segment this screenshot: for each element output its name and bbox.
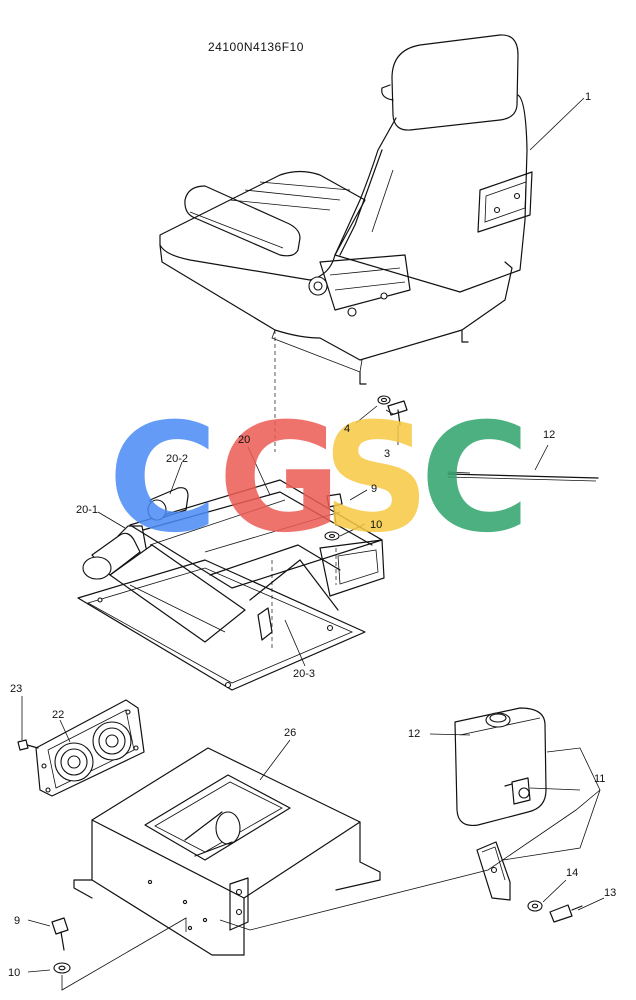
callout-1: 1 xyxy=(585,91,591,103)
callout-22: 22 xyxy=(52,709,64,721)
callout-12-upper: 12 xyxy=(543,429,555,441)
speaker-panel xyxy=(35,699,145,797)
callout-20-1: 20-1 xyxy=(76,504,98,516)
callout-23: 23 xyxy=(10,683,22,695)
washer-10-upper xyxy=(324,531,340,541)
part-12-rod xyxy=(447,471,599,482)
bolt-13 xyxy=(549,904,583,923)
callout-12-lower: 12 xyxy=(408,728,420,740)
callout-11: 11 xyxy=(594,773,605,785)
callout-14: 14 xyxy=(566,867,578,879)
seat-suspension xyxy=(77,479,385,691)
watermark-letter-c1: C xyxy=(108,392,218,566)
watermark-letter-g: G xyxy=(218,392,341,566)
seat-assembly xyxy=(159,34,533,385)
callout-20-2: 20-2 xyxy=(166,453,188,465)
callout-13: 13 xyxy=(604,887,616,899)
callout-9-lower: 9 xyxy=(14,915,20,927)
callout-labels: 1 3 4 9 10 12 20 20-1 20-2 20-3 22 23 26… xyxy=(8,91,616,979)
watermark: C G S C xyxy=(108,392,530,566)
bracket-11 xyxy=(476,841,511,901)
callout-10-lower: 10 xyxy=(8,967,20,979)
callout-20-3: 20-3 xyxy=(293,668,315,680)
seat-stand xyxy=(73,747,381,956)
washer-tank xyxy=(454,707,547,827)
callout-9-upper: 9 xyxy=(371,483,377,495)
washer-10-lower xyxy=(53,962,71,974)
washer-14 xyxy=(527,900,543,912)
drawing-code: 24100N4136F10 xyxy=(208,40,304,54)
screw-23 xyxy=(17,739,39,751)
watermark-letter-c2: C xyxy=(420,392,530,566)
callout-10-upper: 10 xyxy=(370,519,382,531)
watermark-letter-s: S xyxy=(322,392,430,566)
bolt-9-upper xyxy=(326,493,343,526)
callout-4: 4 xyxy=(344,423,350,435)
leader-lines xyxy=(21,97,605,991)
callout-3: 3 xyxy=(384,448,390,460)
callout-20: 20 xyxy=(238,434,250,446)
callout-26: 26 xyxy=(284,727,296,739)
washer-4 xyxy=(377,395,391,405)
bolt-9-lower xyxy=(51,917,69,951)
